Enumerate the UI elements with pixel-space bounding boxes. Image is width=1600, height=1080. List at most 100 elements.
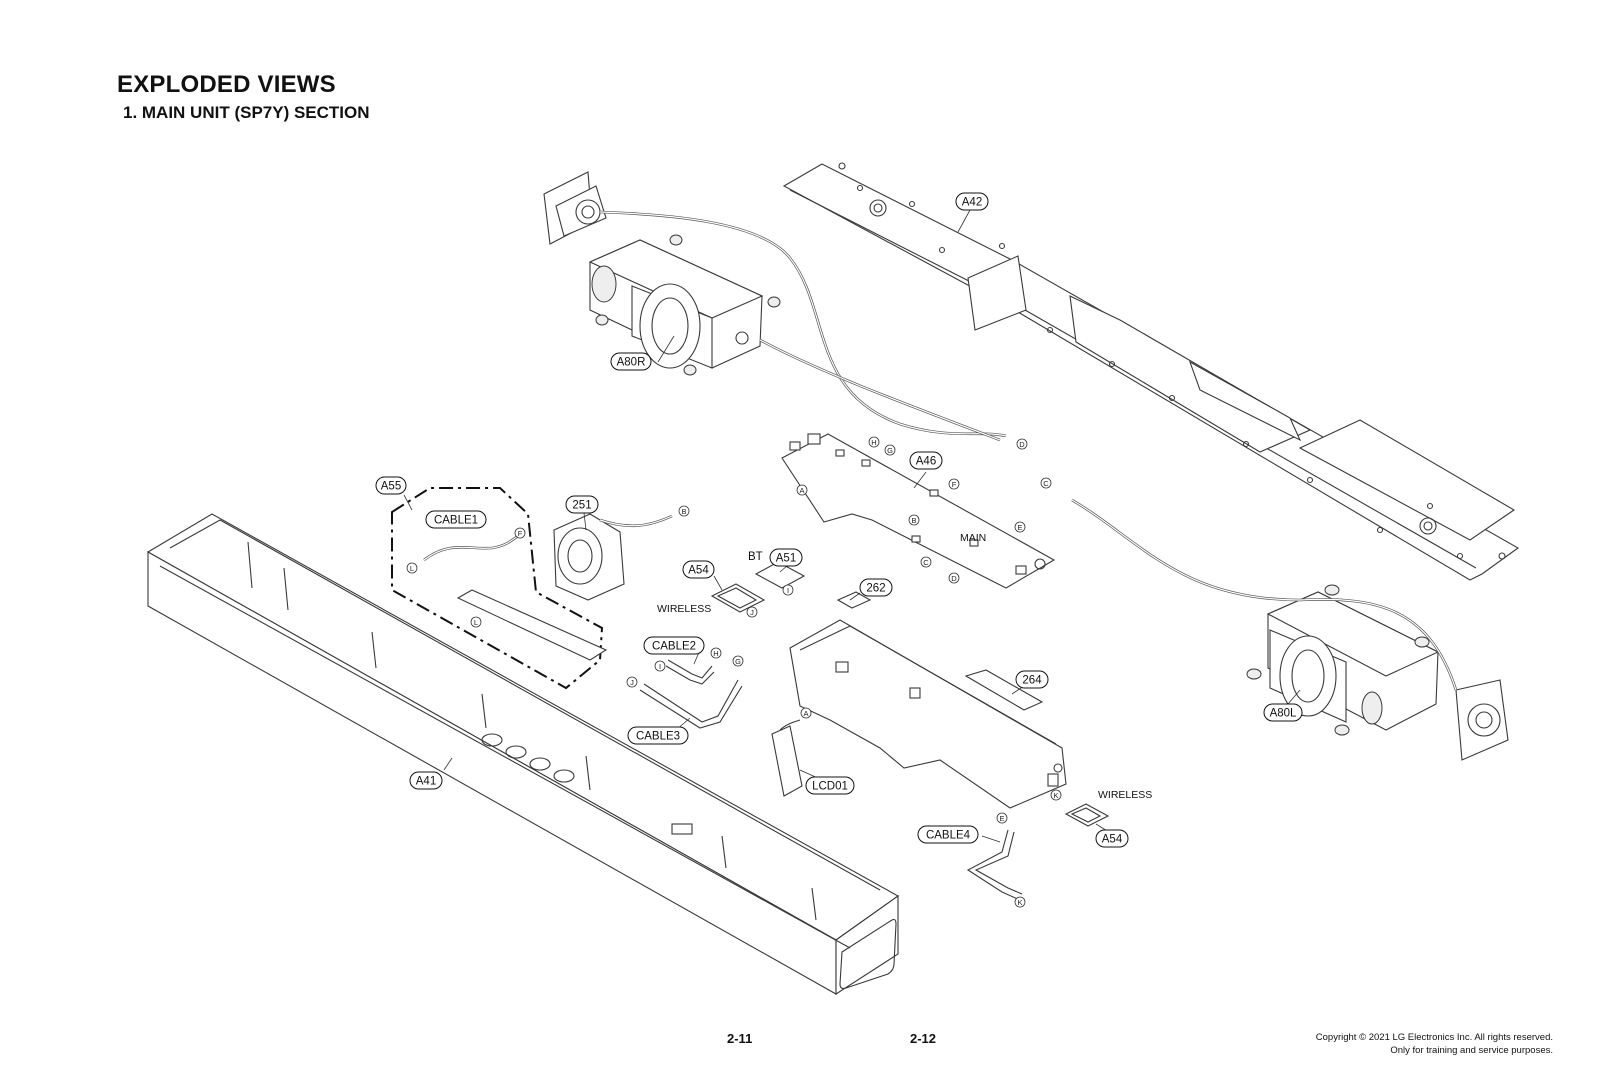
page-number-right: 2-12 xyxy=(910,1031,937,1046)
label-cable4: CABLE4 xyxy=(917,825,979,844)
svg-text:251: 251 xyxy=(572,500,591,512)
svg-text:A51: A51 xyxy=(776,553,796,565)
connector-b-board: B xyxy=(908,514,920,526)
label-cable3: CABLE3 xyxy=(627,726,689,745)
label-a42: A42 xyxy=(955,192,989,211)
copyright-line-2: Only for training and service purposes. xyxy=(1390,1045,1553,1056)
connector-k-wireless: K xyxy=(1050,789,1062,801)
a55-dashed-group xyxy=(391,487,608,690)
page-number-left: 2-11 xyxy=(727,1031,753,1046)
label-251: 251 xyxy=(565,495,599,514)
svg-text:A42: A42 xyxy=(962,197,982,209)
label-a51: A51 xyxy=(769,548,803,567)
copyright-line-1: Copyright © 2021 LG Electronics Inc. All… xyxy=(1315,1032,1553,1043)
wireless-module-a54-bottom xyxy=(1064,803,1110,827)
connector-d-board: D xyxy=(948,572,960,584)
svg-text:262: 262 xyxy=(866,583,885,595)
lcd-module-lcd01 xyxy=(771,719,803,797)
label-a80l: A80L xyxy=(1263,703,1303,722)
svg-text:264: 264 xyxy=(1022,675,1042,687)
svg-text:H: H xyxy=(713,649,718,658)
connector-e-cable4: E xyxy=(996,812,1008,824)
svg-text:A46: A46 xyxy=(916,456,936,468)
svg-text:CABLE3: CABLE3 xyxy=(636,731,680,743)
svg-text:L: L xyxy=(410,564,414,573)
copyright-notice: Copyright © 2021 LG Electronics Inc. All… xyxy=(1316,1031,1553,1057)
svg-text:A: A xyxy=(799,486,804,495)
wireless-module-a54-top xyxy=(710,583,766,613)
label-wireless-top: WIRELESS xyxy=(657,603,711,615)
label-wireless-bottom: WIRELESS xyxy=(1098,789,1152,801)
svg-text:F: F xyxy=(518,529,523,538)
flat-cables-2-3 xyxy=(639,659,743,729)
svg-text:CABLE4: CABLE4 xyxy=(926,830,971,842)
svg-text:A80R: A80R xyxy=(617,357,646,369)
main-board-a46 xyxy=(781,433,1056,589)
svg-text:A54: A54 xyxy=(688,565,709,577)
svg-text:K: K xyxy=(1053,791,1058,800)
connector-a-board: A xyxy=(796,484,808,496)
flat-cable-4 xyxy=(966,829,1023,901)
svg-text:CABLE2: CABLE2 xyxy=(652,641,696,653)
top-plate-a42 xyxy=(782,162,1520,581)
connector-b-speaker: B xyxy=(678,505,690,517)
label-264: 264 xyxy=(1015,670,1049,689)
connector-a-lcd: A xyxy=(800,707,812,719)
connector-j-cable3: J xyxy=(626,676,638,688)
svg-text:B: B xyxy=(681,507,686,516)
label-bt: BT xyxy=(748,551,763,563)
svg-text:F: F xyxy=(952,480,957,489)
connector-f-cable1: F xyxy=(514,527,526,539)
svg-text:H: H xyxy=(871,438,876,447)
speaker-a80r xyxy=(543,171,781,376)
svg-text:C: C xyxy=(1043,479,1049,488)
label-cable2: CABLE2 xyxy=(643,636,705,655)
svg-text:D: D xyxy=(1019,440,1025,449)
page-title: EXPLODED VIEWS xyxy=(117,71,336,98)
label-a54-top: A54 xyxy=(682,560,715,579)
connector-g-board: G xyxy=(884,444,896,456)
svg-text:C: C xyxy=(923,558,929,567)
label-main: MAIN xyxy=(960,532,986,544)
svg-text:A41: A41 xyxy=(416,776,436,788)
main-chassis xyxy=(789,591,1067,809)
connector-l-board: L xyxy=(470,616,482,628)
label-a46: A46 xyxy=(909,451,943,470)
svg-text:J: J xyxy=(750,608,754,617)
connector-i-cable2: I xyxy=(654,660,666,672)
svg-text:I: I xyxy=(659,662,661,671)
label-a54-bottom: A54 xyxy=(1095,829,1129,848)
label-262: 262 xyxy=(859,578,893,597)
connector-d-top: D xyxy=(1016,438,1028,450)
svg-text:G: G xyxy=(735,657,741,666)
label-cable1: CABLE1 xyxy=(425,510,487,529)
svg-text:B: B xyxy=(911,516,916,525)
svg-text:A54: A54 xyxy=(1102,834,1123,846)
svg-text:I: I xyxy=(787,586,789,595)
svg-text:K: K xyxy=(1017,898,1022,907)
svg-text:A80L: A80L xyxy=(1270,708,1297,720)
speaker-a80l xyxy=(1246,584,1509,761)
svg-text:L: L xyxy=(474,618,478,627)
svg-text:G: G xyxy=(887,446,893,455)
svg-text:D: D xyxy=(951,574,957,583)
front-cabinet-a41 xyxy=(146,513,900,996)
section-subtitle: 1. MAIN UNIT (SP7Y) SECTION xyxy=(123,103,370,122)
connector-h-board: H xyxy=(868,436,880,448)
label-a80r: A80R xyxy=(610,352,652,371)
connector-c-board: C xyxy=(920,556,932,568)
connector-i-bt: I xyxy=(782,584,794,596)
svg-text:J: J xyxy=(630,678,634,687)
connector-e-board: E xyxy=(1014,521,1026,533)
connector-g-cable3: G xyxy=(732,655,744,667)
svg-text:E: E xyxy=(1017,523,1022,532)
label-a55: A55 xyxy=(375,476,407,495)
svg-text:CABLE1: CABLE1 xyxy=(434,515,478,527)
connector-f-board: F xyxy=(948,478,960,490)
label-lcd01: LCD01 xyxy=(805,776,855,795)
connector-l-cable1: L xyxy=(406,562,418,574)
bt-module-a51 xyxy=(754,561,806,589)
svg-text:A: A xyxy=(803,709,808,718)
svg-text:A55: A55 xyxy=(381,481,401,493)
